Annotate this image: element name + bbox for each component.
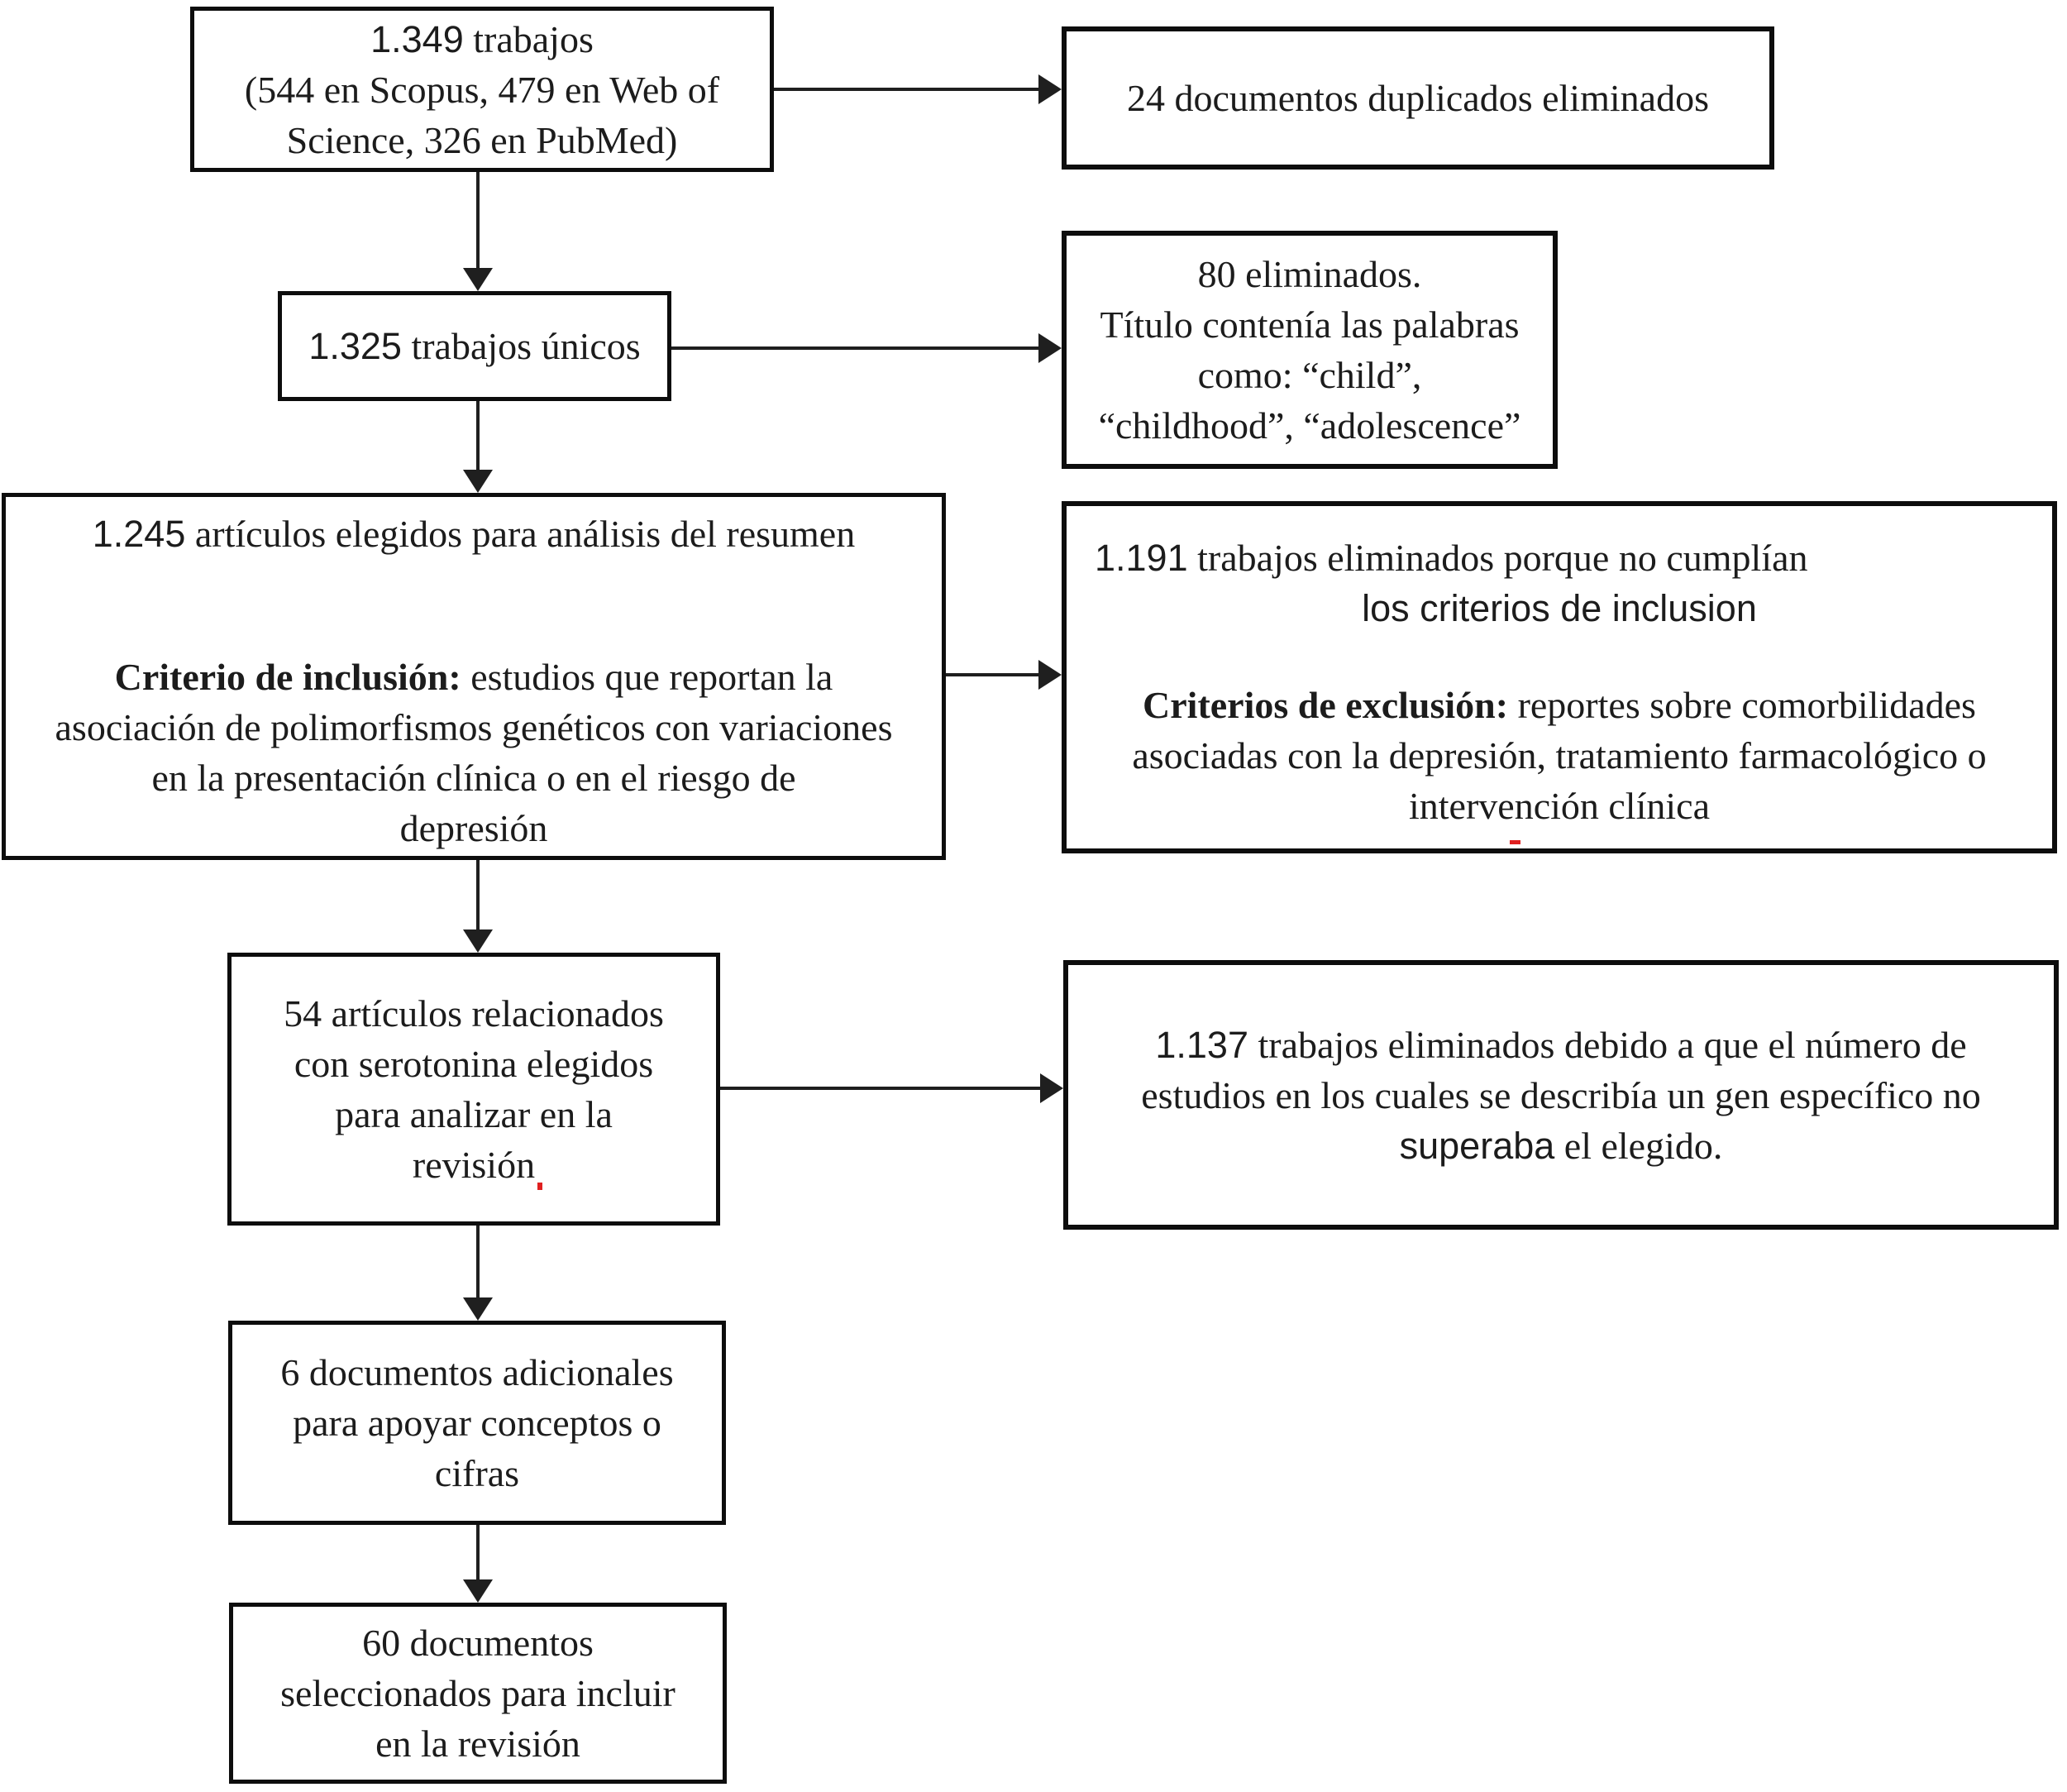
arrow-down-line-5 [476,1525,480,1579]
text-line: Criterios de exclusión: reportes sobre c… [1143,680,1976,730]
text-line: 1.191 trabajos eliminados porque no cump… [1067,533,1808,583]
body-text: el elegido. [1554,1124,1723,1167]
body-text: trabajos [463,17,594,60]
text-line: 60 documentos [362,1622,594,1664]
text-line: Título contenía las palabras [1100,303,1520,346]
text-line: (544 en Scopus, 479 en Web of [244,68,720,111]
count-text: 1.245 [92,513,186,555]
arrowhead-down-2-icon [463,470,493,493]
box-abstract-analysis-inclusion: 1.245 artículos elegidos para análisis d… [2,493,946,860]
body-text: trabajos únicos [401,325,641,367]
text-line: depresión [399,807,548,849]
box-excluded-gene-threshold: 1.137 trabajos eliminados debido a que e… [1063,960,2059,1230]
arrowhead-down-1-icon [463,268,493,291]
text-line: cifras [434,1452,520,1494]
box-duplicates-removed: 24 documentos duplicados eliminados [1062,26,1774,170]
text-line: en la revisión [375,1723,580,1765]
text-line: 1.245 artículos elegidos para análisis d… [93,509,855,559]
text-line: 80 eliminados. [1197,253,1422,295]
body-text-sans: superaba [1399,1124,1555,1167]
text-line: “childhood”, “adolescence” [1098,404,1521,447]
arrowhead-right-2-icon [1038,333,1062,363]
arrowhead-down-5-icon [463,1579,493,1603]
red-dot-artifact [537,1183,542,1190]
count-text: 1.349 [370,17,464,60]
text-line: 1.349 trabajos [370,14,594,65]
text-line: 1.325 trabajos únicos [308,321,640,371]
arrowhead-right-3-icon [1038,660,1062,690]
arrow-right-line-4 [720,1087,1043,1090]
arrowhead-right-4-icon [1040,1073,1063,1103]
arrow-down-line-1 [476,172,480,268]
box-title-keyword-excluded: 80 eliminados. Título contenía las palab… [1062,231,1558,469]
text-line: seleccionados para incluir [280,1672,675,1714]
text-line: 1.137 trabajos eliminados debido a que e… [1155,1020,1966,1070]
text-line: intervención clínica [1408,785,1710,827]
text-line: revisión [412,1144,536,1186]
count-text: 1.191 [1095,537,1188,579]
body-text: estudios que reportan la [461,656,833,698]
text-line: estudios en los cuales se describía un g… [1141,1073,1981,1116]
body-text: trabajos eliminados debido a que el núme… [1248,1023,1967,1066]
body-text: reportes sobre comorbilidades [1508,684,1976,726]
box-serotonin-articles: 54 artículos relacionados con serotonina… [227,953,720,1226]
arrowhead-down-3-icon [463,929,493,953]
criteria-label: Criterio de inclusión: [114,656,461,698]
body-text: artículos elegidos para análisis del res… [185,513,856,555]
box-excluded-not-meeting-criteria: 1.191 trabajos eliminados porque no cump… [1062,501,2057,853]
count-text: 1.137 [1155,1023,1248,1066]
criteria-label: Criterios de exclusión: [1143,684,1509,726]
arrowhead-down-4-icon [463,1297,493,1321]
body-text: trabajos eliminados porque no cumplían [1187,537,1808,579]
text-line: 54 artículos relacionados [284,992,664,1035]
text-line: asociación de polimorfismos genéticos co… [55,706,893,748]
text-line: los criterios de inclusion [1362,587,1757,629]
arrow-down-line-2 [476,401,480,470]
count-text: 1.325 [308,325,402,367]
text-line: superaba el elegido. [1400,1121,1723,1171]
box-additional-documents: 6 documentos adicionales para apoyar con… [228,1321,726,1525]
arrow-right-line-2 [671,346,1042,350]
box-final-included: 60 documentos seleccionados para incluir… [229,1603,727,1784]
text-line: con serotonina elegidos [294,1043,654,1085]
arrow-right-line-3 [946,673,1042,676]
text-line: para apoyar conceptos o [293,1402,661,1444]
red-dash-artifact [1510,840,1520,844]
text-line: Science, 326 en PubMed) [286,118,678,161]
text-line: como: “child”, [1197,354,1422,396]
text-line: en la presentación clínica o en el riesg… [151,757,796,799]
box-unique-records: 1.325 trabajos únicos [278,291,671,401]
text-line: asociadas con la depresión, tratamiento … [1132,734,1987,777]
text-line: 24 documentos duplicados eliminados [1127,77,1709,119]
text-line: para analizar en la [335,1093,613,1135]
arrow-down-line-4 [476,1226,480,1297]
text-line: Criterio de inclusión: estudios que repo… [115,652,833,702]
arrow-right-line-1 [774,88,1042,91]
box-total-records: 1.349 trabajos (544 en Scopus, 479 en We… [190,7,774,172]
arrow-down-line-3 [476,860,480,929]
arrowhead-right-1-icon [1038,74,1062,104]
text-line: 6 documentos adicionales [280,1351,674,1393]
